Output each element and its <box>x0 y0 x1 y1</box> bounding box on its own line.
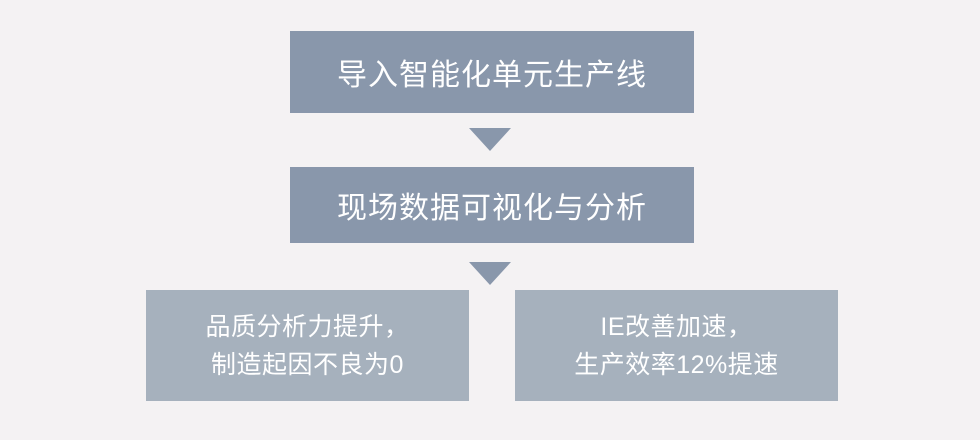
flow-node-quality-outcome-line2: 制造起因不良为0 <box>211 350 404 379</box>
flow-node-import-line-label: 导入智能化单元生产线 <box>337 59 647 92</box>
flow-node-ie-outcome-text: IE改善加速， 生产效率12%提速 <box>574 308 779 384</box>
flow-node-quality-outcome-text: 品质分析力提升， 制造起因不良为0 <box>205 308 409 384</box>
flow-node-quality-outcome-line1: 品质分析力提升， <box>205 312 410 341</box>
flow-node-visualize: 现场数据可视化与分析 <box>290 167 694 243</box>
flow-node-ie-outcome: IE改善加速， 生产效率12%提速 <box>515 290 838 401</box>
flow-node-ie-outcome-line1: IE改善加速， <box>600 312 753 341</box>
flow-node-import-line: 导入智能化单元生产线 <box>290 31 694 113</box>
triangle-down-icon <box>469 128 511 151</box>
flow-node-visualize-label: 现场数据可视化与分析 <box>337 192 647 225</box>
triangle-down-icon <box>469 262 511 285</box>
flow-node-ie-outcome-line2: 生产效率12%提速 <box>574 350 779 379</box>
flow-node-quality-outcome: 品质分析力提升， 制造起因不良为0 <box>146 290 469 401</box>
